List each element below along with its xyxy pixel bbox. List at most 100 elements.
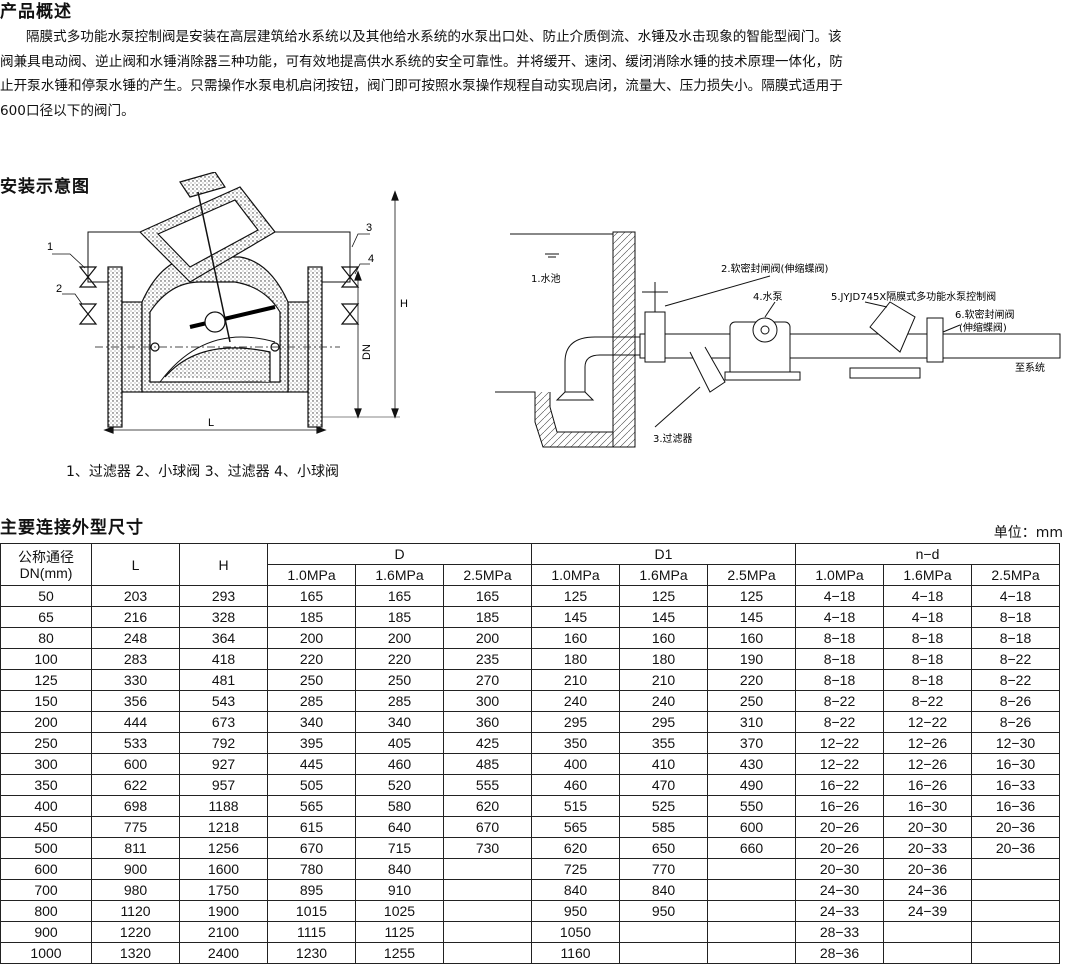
table-cell: 185 xyxy=(355,606,444,628)
table-cell: 950 xyxy=(619,900,708,922)
table-cell: 470 xyxy=(619,774,708,796)
table-cell xyxy=(707,879,796,901)
table-cell: 160 xyxy=(619,627,708,649)
table-cell: 2400 xyxy=(179,942,268,964)
table-cell: 775 xyxy=(91,816,180,838)
table-cell: 216 xyxy=(91,606,180,628)
table-cell: 410 xyxy=(619,753,708,775)
table-cell: 165 xyxy=(443,585,532,607)
table-cell xyxy=(883,921,972,943)
label-gate-valve-2b: (伸缩蝶阀) xyxy=(959,321,1007,334)
table-cell xyxy=(443,921,532,943)
table-cell: 20−26 xyxy=(795,816,884,838)
table-cell xyxy=(443,858,532,880)
table-cell: 840 xyxy=(355,858,444,880)
table-cell: 580 xyxy=(355,795,444,817)
table-cell: 16−26 xyxy=(795,795,884,817)
table-cell: 8−18 xyxy=(883,648,972,670)
table-cell: 240 xyxy=(531,690,620,712)
valve-caption: 1、过滤器 2、小球阀 3、过滤器 4、小球阀 xyxy=(66,464,339,480)
table-cell: 811 xyxy=(91,837,180,859)
table-cell: 250 xyxy=(707,690,796,712)
table-cell: 356 xyxy=(91,690,180,712)
table-cell: 28−36 xyxy=(795,942,884,964)
table-cell: 555 xyxy=(443,774,532,796)
table-cell: 2100 xyxy=(179,921,268,943)
header-pressure: 2.5MPa xyxy=(443,564,532,586)
label-pool: 1.水池 xyxy=(531,272,561,285)
table-cell: 640 xyxy=(355,816,444,838)
table-cell: 698 xyxy=(91,795,180,817)
table-cell: 490 xyxy=(707,774,796,796)
table-cell: 150 xyxy=(0,690,92,712)
table-cell: 12−22 xyxy=(795,732,884,754)
table-cell: 4−18 xyxy=(971,585,1060,607)
table-cell: 250 xyxy=(267,669,356,691)
table-cell: 1160 xyxy=(531,942,620,964)
table-cell: 12−22 xyxy=(795,753,884,775)
table-cell: 240 xyxy=(619,690,708,712)
table-cell: 1255 xyxy=(355,942,444,964)
table-cell: 1125 xyxy=(355,921,444,943)
table-cell: 550 xyxy=(707,795,796,817)
table-cell: 328 xyxy=(179,606,268,628)
table-cell: 900 xyxy=(91,858,180,880)
table-cell: 1015 xyxy=(267,900,356,922)
table-cell: 622 xyxy=(91,774,180,796)
dims-title: 主要连接外型尺寸 xyxy=(0,518,144,538)
table-cell: 125 xyxy=(707,585,796,607)
table-cell: 210 xyxy=(531,669,620,691)
table-cell: 28−33 xyxy=(795,921,884,943)
table-cell: 24−30 xyxy=(795,879,884,901)
table-cell: 950 xyxy=(531,900,620,922)
table-cell: 418 xyxy=(179,648,268,670)
table-cell: 430 xyxy=(707,753,796,775)
valve-diagram: 1 2 3 4 L H DN xyxy=(47,172,408,434)
table-cell xyxy=(443,942,532,964)
table-cell: 350 xyxy=(0,774,92,796)
table-cell: 615 xyxy=(267,816,356,838)
table-cell: 520 xyxy=(355,774,444,796)
table-cell: 4−18 xyxy=(795,606,884,628)
header-H: H xyxy=(179,543,268,586)
overview-line: 止开泵水锤和停泵水锤的产生。只需操作水泵电机启闭按钮，阀门即可按照水泵操作规程自… xyxy=(0,78,843,94)
table-cell: 1188 xyxy=(179,795,268,817)
valve-label-2: 2 xyxy=(56,283,62,295)
table-cell: 445 xyxy=(267,753,356,775)
overview-line: 600口径以下的阀门。 xyxy=(0,102,135,119)
table-cell: 425 xyxy=(443,732,532,754)
table-cell: 780 xyxy=(267,858,356,880)
table-cell: 360 xyxy=(443,711,532,733)
table-cell xyxy=(707,858,796,880)
table-cell: 180 xyxy=(619,648,708,670)
table-cell: 515 xyxy=(531,795,620,817)
table-cell: 285 xyxy=(355,690,444,712)
table-cell: 185 xyxy=(443,606,532,628)
table-cell: 220 xyxy=(355,648,444,670)
table-cell: 16−30 xyxy=(883,795,972,817)
table-cell: 1220 xyxy=(91,921,180,943)
table-cell: 620 xyxy=(531,837,620,859)
table-cell: 673 xyxy=(179,711,268,733)
table-cell: 405 xyxy=(355,732,444,754)
table-cell xyxy=(971,858,1060,880)
table-cell xyxy=(443,879,532,901)
unit-label: 单位：mm xyxy=(993,525,1063,541)
table-cell: 190 xyxy=(707,648,796,670)
table-cell: 1025 xyxy=(355,900,444,922)
table-cell: 145 xyxy=(619,606,708,628)
table-cell: 16−26 xyxy=(883,774,972,796)
header-pressure: 1.6MPa xyxy=(355,564,444,586)
table-cell: 12−30 xyxy=(971,732,1060,754)
table-cell: 1050 xyxy=(531,921,620,943)
table-cell: 12−26 xyxy=(883,732,972,754)
table-cell xyxy=(971,879,1060,901)
table-cell: 1230 xyxy=(267,942,356,964)
dim-label-H: H xyxy=(400,298,408,310)
